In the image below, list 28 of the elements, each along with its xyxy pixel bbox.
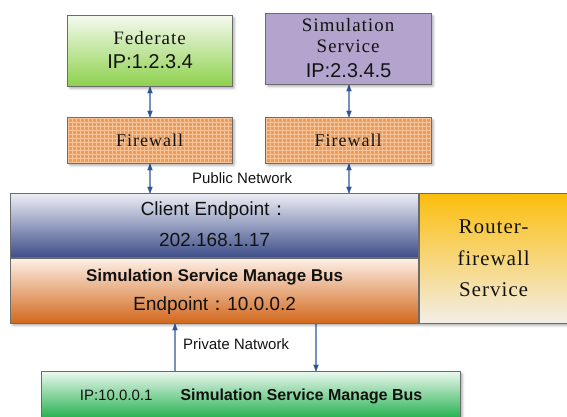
node-text: Firewall (116, 130, 184, 150)
arrow (147, 86, 153, 118)
network-label: Private Natwork (183, 336, 289, 353)
network-label: Public Network (192, 170, 292, 187)
arrow (313, 324, 319, 372)
arrow (346, 163, 352, 194)
federate-box (67, 15, 233, 87)
service-box (265, 13, 432, 85)
bus-box (41, 371, 461, 417)
node-text: Simulation Service Manage Bus (86, 265, 343, 287)
node-text: IP:2.3.4.5 (306, 60, 392, 82)
service-box (419, 193, 567, 324)
node-text: Client Endpoint： 202.168.1.17 (140, 198, 290, 252)
node-text: Router-firewall Service (456, 213, 532, 304)
node-text: IP:10.0.0.1 (80, 387, 152, 405)
arrow (147, 163, 153, 194)
node-text: Simulation Service (300, 16, 396, 58)
arrow (346, 84, 352, 118)
endpoint-box (10, 193, 419, 258)
node-text: Firewall (314, 130, 382, 150)
endpoint-box (10, 258, 419, 324)
node-text: IP:1.2.3.4 (107, 51, 193, 74)
node-text: Endpoint：10.0.0.2 (133, 292, 296, 316)
arrow (172, 323, 178, 371)
node-text: Federate (113, 28, 187, 50)
firewall-box (265, 117, 432, 164)
node-text: Simulation Service Manage Bus (180, 386, 422, 406)
firewall-box (67, 117, 233, 164)
